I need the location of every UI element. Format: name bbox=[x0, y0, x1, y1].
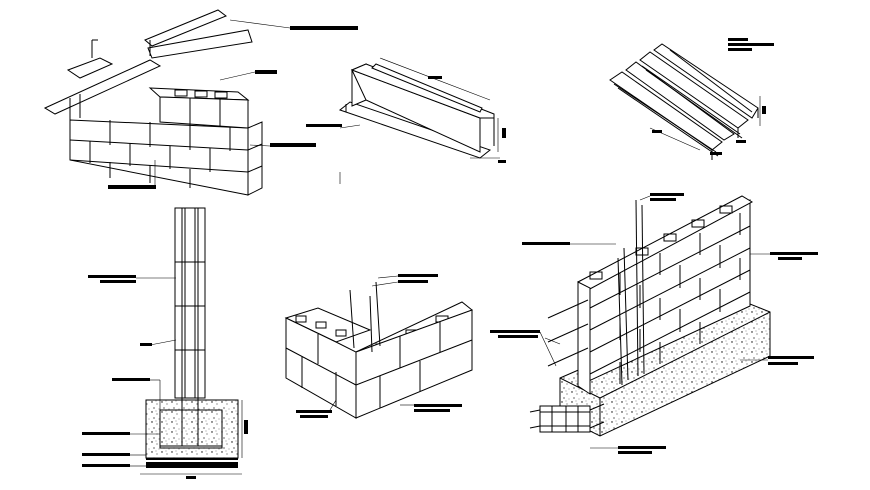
label-bar bbox=[768, 356, 814, 359]
label-bar bbox=[108, 185, 156, 189]
label-bar bbox=[728, 38, 748, 41]
label-bar bbox=[270, 143, 316, 147]
label-bar bbox=[728, 48, 752, 51]
steel-channel-set-detail bbox=[609, 38, 774, 160]
label-bar bbox=[290, 26, 358, 30]
label-bar bbox=[112, 378, 150, 381]
label-bar bbox=[414, 409, 450, 412]
label-bar bbox=[650, 198, 676, 201]
label-bar bbox=[778, 257, 802, 260]
label-bar bbox=[100, 280, 136, 283]
label-bar bbox=[618, 446, 666, 449]
label-bar bbox=[762, 106, 766, 114]
label-bar bbox=[255, 70, 277, 74]
label-bar bbox=[502, 128, 506, 138]
label-bar bbox=[736, 140, 746, 143]
label-bar bbox=[414, 404, 462, 407]
label-bar bbox=[82, 464, 130, 467]
label-bar bbox=[186, 476, 196, 479]
corner-block-assembly-detail bbox=[284, 274, 473, 419]
label-bar bbox=[728, 43, 774, 46]
label-bar bbox=[140, 343, 152, 346]
label-bar bbox=[300, 415, 328, 418]
label-bar bbox=[618, 451, 652, 454]
label-bar bbox=[82, 432, 130, 435]
block-wall-with-bond-beam-detail bbox=[43, 9, 358, 196]
label-bar bbox=[650, 193, 684, 196]
label-bar bbox=[768, 362, 798, 365]
label-bar bbox=[82, 453, 130, 456]
label-bar bbox=[498, 160, 506, 163]
label-bar bbox=[522, 242, 570, 245]
label-bar bbox=[244, 420, 248, 434]
label-bar bbox=[710, 152, 722, 155]
label-bar bbox=[88, 275, 136, 278]
label-bar bbox=[652, 130, 662, 133]
label-bar bbox=[398, 280, 428, 283]
rebar-footing-section-detail bbox=[82, 207, 248, 479]
label-bar bbox=[770, 252, 818, 255]
reinforced-wall-on-footing-detail bbox=[490, 193, 818, 454]
label-bar bbox=[296, 410, 332, 413]
label-bar bbox=[498, 335, 538, 338]
label-bar bbox=[398, 274, 438, 277]
label-bar bbox=[490, 330, 540, 333]
bond-beam-channel-detail bbox=[306, 57, 506, 184]
label-bar bbox=[306, 124, 342, 127]
label-bar bbox=[428, 76, 442, 79]
